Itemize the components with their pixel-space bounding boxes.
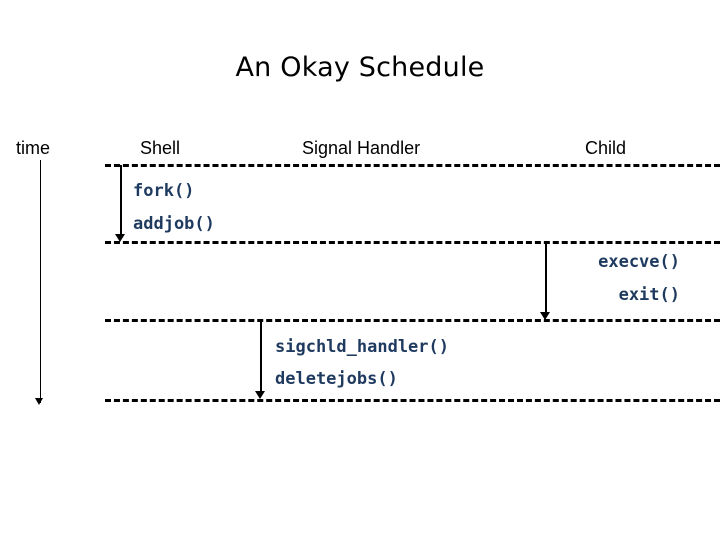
event-label-fork: fork() [133, 181, 195, 201]
column-header-signal-handler: Signal Handler [302, 138, 421, 158]
lifeline-child-down-arrow-icon [540, 312, 550, 320]
event-label-addjob: addjob() [133, 214, 215, 234]
lifeline-signal-handler-line [260, 320, 262, 394]
event-label-sigchld-handler: sigchld_handler() [275, 337, 449, 357]
separator-dashed-1 [105, 164, 720, 167]
lifeline-child-line [545, 242, 547, 314]
lifeline-shell-down-arrow-icon [115, 234, 125, 242]
column-header-child: Child [585, 138, 627, 158]
column-header-shell: Shell [140, 138, 181, 158]
page-title: An Okay Schedule [235, 52, 485, 83]
time-axis-down-arrow-icon [35, 398, 43, 405]
event-label-execve: execve() [598, 252, 680, 272]
lifeline-signal-handler-down-arrow-icon [255, 391, 265, 399]
separator-dashed-2 [105, 241, 720, 244]
separator-dashed-4 [105, 399, 720, 402]
column-header-time: time [16, 138, 51, 158]
event-label-deletejobs: deletejobs() [275, 369, 398, 389]
lifeline-shell-line [120, 165, 122, 237]
event-label-exit: exit() [618, 285, 680, 305]
separator-dashed-3 [105, 319, 720, 322]
time-axis-line [40, 160, 41, 403]
